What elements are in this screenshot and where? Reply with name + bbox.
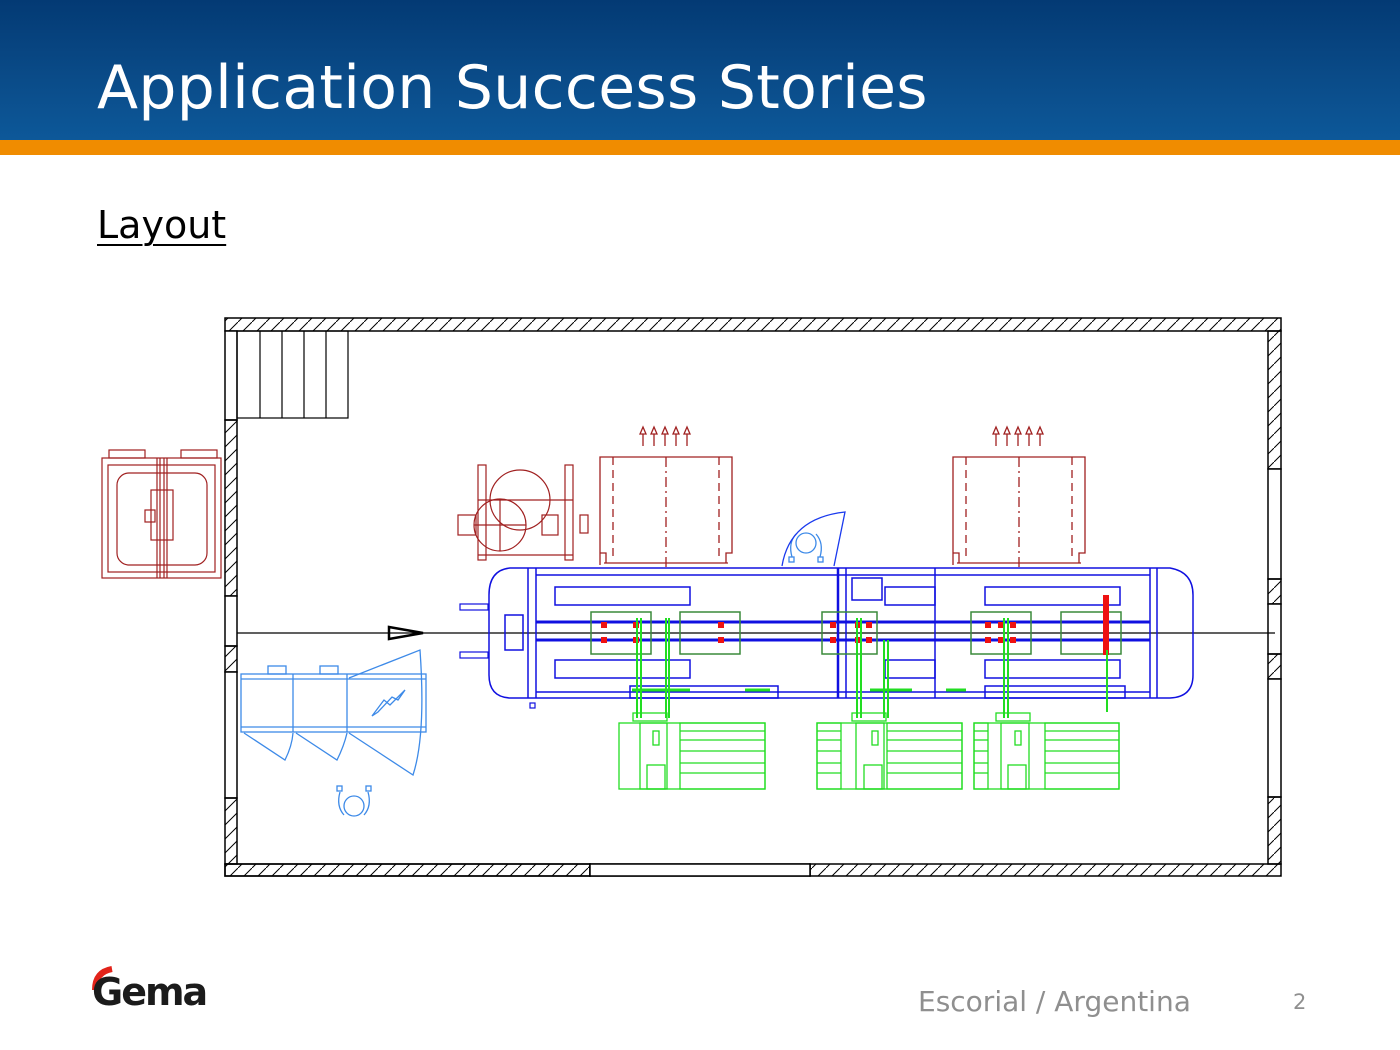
logo-arc-icon bbox=[92, 966, 113, 991]
slide-title: Application Success Stories bbox=[97, 53, 928, 123]
up-arrow-icon bbox=[650, 425, 658, 446]
section-heading: Layout bbox=[97, 203, 227, 247]
up-arrow-icon bbox=[992, 425, 1000, 446]
high-voltage-icon bbox=[371, 689, 406, 717]
footer-location: Escorial / Argentina bbox=[918, 985, 1191, 1018]
up-arrow-icon bbox=[683, 425, 691, 446]
booth-door bbox=[781, 511, 846, 567]
powder-center-1 bbox=[618, 712, 766, 790]
header-accent-stripe bbox=[0, 140, 1400, 155]
header-banner bbox=[0, 0, 1400, 140]
exhaust-arrows-right bbox=[992, 425, 1044, 446]
powder-center-3 bbox=[973, 712, 1120, 790]
exhaust-cabinet-left bbox=[599, 456, 733, 570]
up-arrow-icon bbox=[672, 425, 680, 446]
up-arrow-icon bbox=[639, 425, 647, 446]
exhaust-arrows-left bbox=[639, 425, 691, 446]
spray-guns bbox=[601, 595, 1109, 655]
up-arrow-icon bbox=[1036, 425, 1044, 446]
exhaust-cabinet-right bbox=[952, 456, 1086, 570]
stairs bbox=[236, 330, 349, 419]
gun-feed-lines bbox=[632, 618, 1108, 718]
gun-stations bbox=[590, 611, 1122, 655]
room-walls bbox=[224, 317, 1282, 877]
external-unit bbox=[101, 449, 222, 579]
recovery-unit bbox=[457, 464, 589, 561]
gema-logo: Gema bbox=[88, 962, 218, 1018]
control-cabinets bbox=[240, 649, 427, 777]
up-arrow-icon bbox=[1025, 425, 1033, 446]
page-number: 2 bbox=[1293, 990, 1307, 1014]
operator-figure bbox=[336, 785, 372, 817]
booth-valves bbox=[459, 603, 536, 709]
logo-wordmark: Gema bbox=[92, 970, 208, 1014]
conveyor-line bbox=[237, 625, 1275, 641]
up-arrow-icon bbox=[661, 425, 669, 446]
up-arrow-icon bbox=[1003, 425, 1011, 446]
direction-arrow-icon bbox=[387, 625, 424, 641]
powder-center-2 bbox=[816, 712, 963, 790]
up-arrow-icon bbox=[1014, 425, 1022, 446]
